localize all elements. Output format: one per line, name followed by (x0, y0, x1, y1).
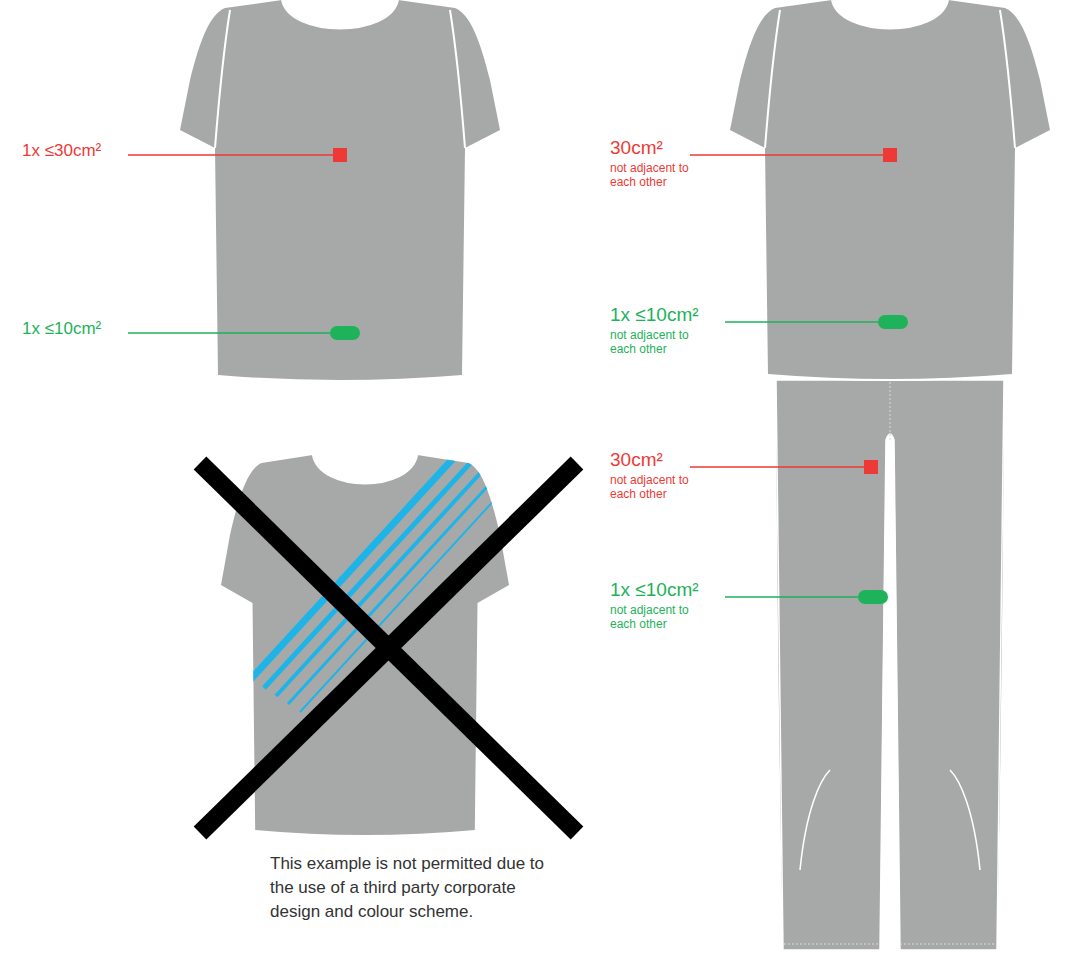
size-limit-label: 30cm² (610, 137, 663, 159)
leader-lines (128, 155, 884, 597)
size-limit-label: 30cm² (610, 449, 663, 471)
leggings (776, 380, 1004, 950)
tshirt (730, 0, 1050, 380)
size-limit-label: 1x ≤10cm² (610, 304, 699, 326)
size-limit-label: 1x ≤30cm² (22, 141, 101, 161)
forbidden-example (200, 440, 577, 835)
placement-note: not adjacent to each other (610, 328, 690, 356)
placement-note: not adjacent to each other (610, 603, 690, 631)
placement-note: not adjacent to each other (610, 161, 690, 189)
placement-note: not adjacent to each other (610, 473, 690, 501)
tshirt (180, 0, 500, 380)
size-limit-label: 1x ≤10cm² (22, 319, 101, 339)
logo-area-markers (330, 148, 908, 604)
caption-note: This example is not permitted due to the… (270, 852, 570, 924)
size-limit-label: 1x ≤10cm² (610, 579, 699, 601)
